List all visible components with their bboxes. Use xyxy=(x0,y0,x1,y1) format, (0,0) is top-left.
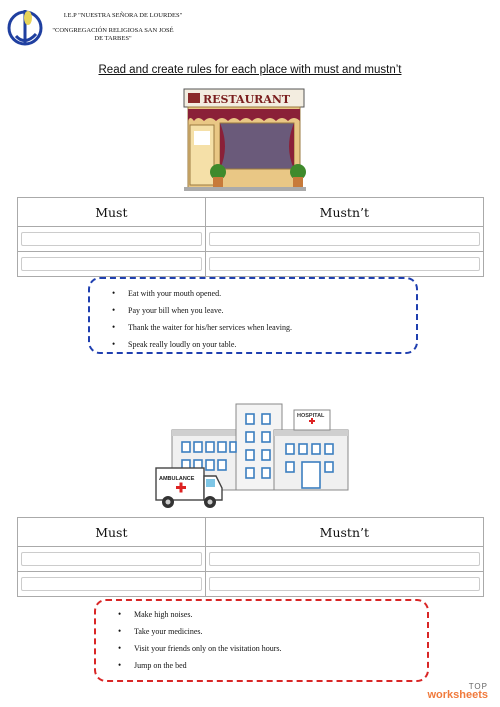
school-name-line1: I.E.P "NUESTRA SEÑORA DE LOURDES" xyxy=(63,12,183,19)
hospital-must-field-1[interactable] xyxy=(21,552,202,566)
restaurant-mustnt-field-1[interactable] xyxy=(208,232,480,246)
restaurant-option-2[interactable]: Pay your bill when you leave. xyxy=(112,302,416,319)
restaurant-must-header: Must xyxy=(17,197,206,227)
brand-name-text: worksheets xyxy=(427,689,488,701)
restaurant-mustnt-header: Mustn’t xyxy=(204,197,485,227)
restaurant-rules-table: Must Mustn’t xyxy=(17,197,485,277)
brand-top-text: TOP xyxy=(468,682,488,691)
page-title: Read and create rules for each place wit… xyxy=(98,64,402,76)
restaurant-sign-text: RESTAURANT xyxy=(203,93,291,106)
hospital-options-list: Make high noises. Take your medicines. V… xyxy=(96,606,427,674)
restaurant-option-4[interactable]: Speak really loudly on your table. xyxy=(112,336,416,353)
restaurant-must-field-1[interactable] xyxy=(21,232,202,246)
hospital-sign-text: HOSPITAL xyxy=(297,413,325,419)
hospital-option-4[interactable]: Jump on the bed xyxy=(118,657,427,674)
hospital-illustration: HOSPITAL AMBULANCE xyxy=(154,402,350,514)
hospital-rules-table: Must Mustn’t xyxy=(17,517,485,597)
hospital-mustnt-header: Mustn’t xyxy=(204,517,485,547)
restaurant-options-list: Eat with your mouth opened. Pay your bil… xyxy=(90,285,416,353)
school-logo xyxy=(6,6,44,48)
hospital-must-field-2[interactable] xyxy=(21,577,202,591)
restaurant-option-3[interactable]: Thank the waiter for his/her services wh… xyxy=(112,319,416,336)
topworksheets-logo: TOP worksheets xyxy=(427,682,488,701)
restaurant-option-1[interactable]: Eat with your mouth opened. xyxy=(112,285,416,302)
hospital-option-1[interactable]: Make high noises. xyxy=(118,606,427,623)
restaurant-illustration: RESTAURANT xyxy=(180,87,310,192)
hospital-options-box: Make high noises. Take your medicines. V… xyxy=(94,599,429,682)
hospital-mustnt-field-2[interactable] xyxy=(208,577,480,591)
ambulance-label: AMBULANCE xyxy=(159,476,195,482)
hospital-must-header: Must xyxy=(17,517,206,547)
hospital-option-2[interactable]: Take your medicines. xyxy=(118,623,427,640)
restaurant-mustnt-field-2[interactable] xyxy=(208,257,480,271)
school-name-line2: "CONGREGACIÓN RELIGIOSA SAN JOSÉ DE TARB… xyxy=(52,27,174,42)
hospital-mustnt-field-1[interactable] xyxy=(208,552,480,566)
restaurant-must-field-2[interactable] xyxy=(21,257,202,271)
restaurant-options-box: Eat with your mouth opened. Pay your bil… xyxy=(88,277,418,354)
hospital-option-3[interactable]: Visit your friends only on the visitatio… xyxy=(118,640,427,657)
